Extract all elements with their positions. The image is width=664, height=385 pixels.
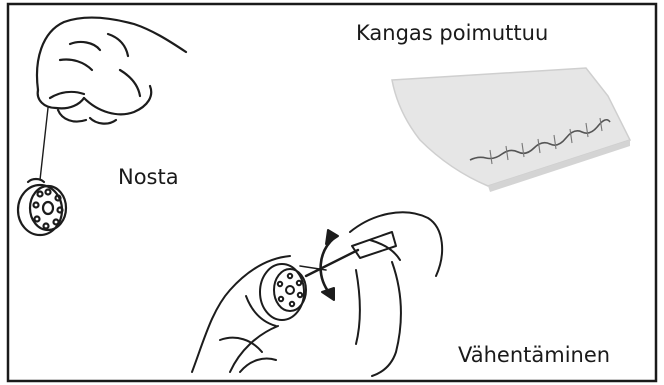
lift-label: Nosta	[118, 165, 179, 189]
figure-frame	[8, 4, 656, 381]
reduction-label: Vähentäminen	[458, 343, 610, 367]
fabric-puckers-label: Kangas poimuttuu	[356, 21, 548, 45]
